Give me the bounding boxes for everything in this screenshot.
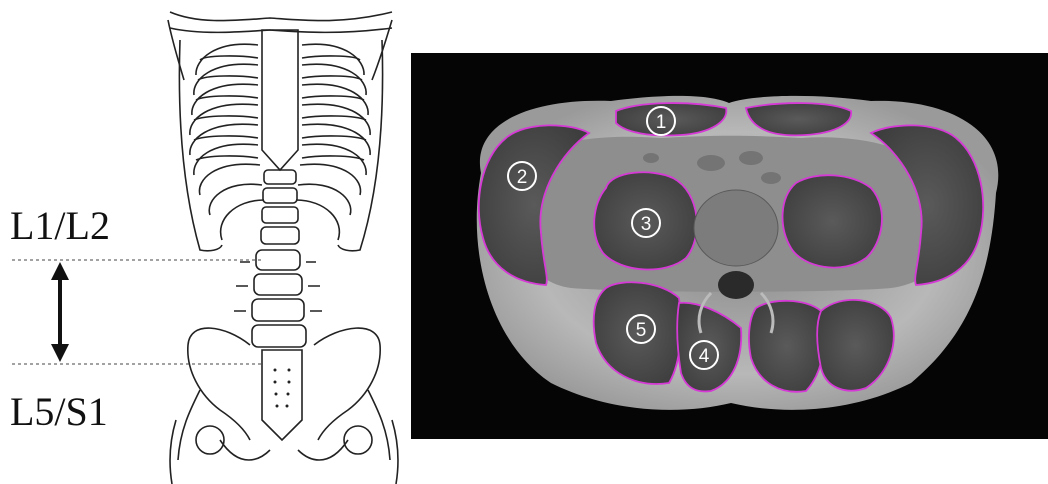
label-muscle-1: 1 [656, 112, 667, 133]
label-muscle-2: 2 [517, 167, 528, 188]
mri-axial-image: 1 2 3 4 5 [411, 53, 1048, 439]
label-muscle-4: 4 [699, 346, 710, 367]
label-muscle-3: 3 [641, 214, 652, 235]
upper-level-label: L1/L2 [10, 206, 110, 246]
mri-scan-svg: 1 2 3 4 5 [411, 53, 1048, 439]
range-double-arrow [51, 262, 69, 362]
lower-level-label: L5/S1 [10, 392, 108, 432]
spine-illustration-panel: L1/L2 L5/S1 [0, 0, 400, 484]
label-muscle-5: 5 [636, 320, 647, 341]
spinal-canal [718, 271, 754, 299]
vertebral-body [694, 190, 778, 266]
right-psoas-outline [783, 175, 882, 267]
